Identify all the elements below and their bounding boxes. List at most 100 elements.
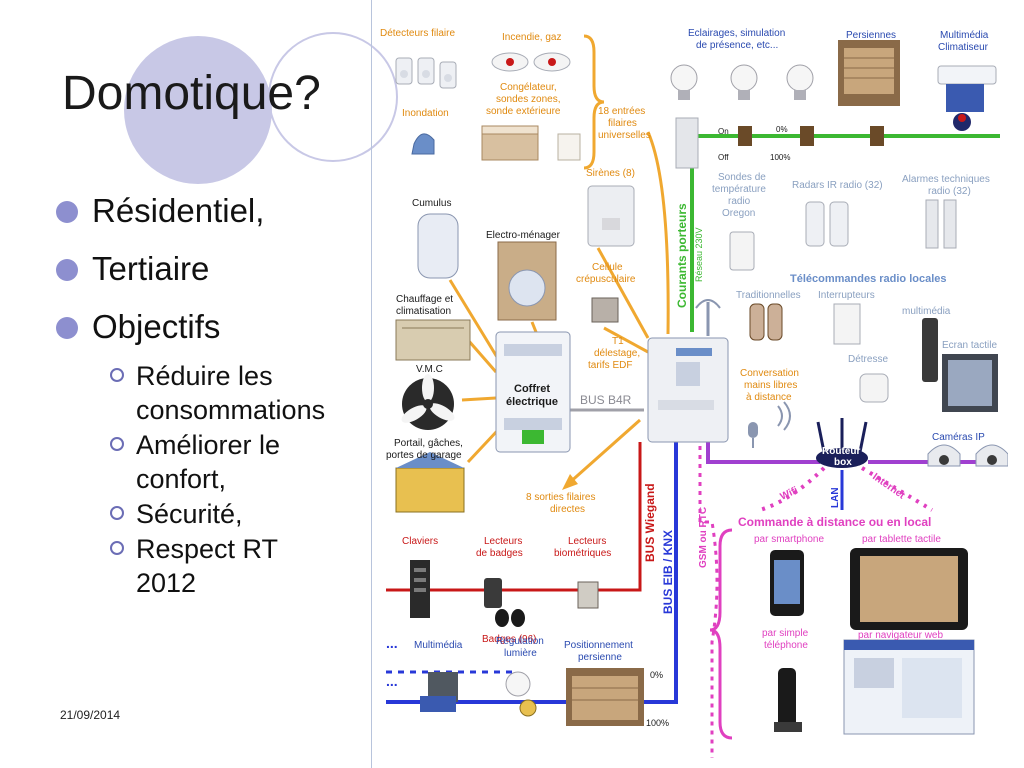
label-incendie: Incendie, gaz bbox=[502, 32, 562, 43]
label-eclairages: Eclairages, simulation de présence, etc.… bbox=[688, 28, 788, 51]
label-traditionnelles: Traditionnelles bbox=[736, 290, 801, 301]
label-congelateur: Congélateur, sondes zones, sonde extérie… bbox=[486, 82, 563, 117]
label-multimedia3: Multimédia bbox=[414, 640, 463, 651]
lightbulb-icon bbox=[670, 64, 814, 100]
electrical-panel-icon bbox=[495, 331, 571, 453]
sub-bullet-line: Améliorer le bbox=[136, 430, 281, 460]
label-navigateur: par navigateur web bbox=[858, 630, 943, 641]
label-internet: Internet bbox=[870, 471, 907, 501]
sub-bullet-line: consommations bbox=[136, 395, 326, 425]
label-inondation: Inondation bbox=[402, 108, 449, 119]
sub-bullet-line: Sécurité, bbox=[136, 499, 243, 529]
label-radars: Radars IR radio (32) bbox=[792, 180, 883, 191]
wire-vmc bbox=[461, 396, 497, 402]
ip-camera-icon bbox=[927, 444, 1008, 467]
wire-portail bbox=[466, 428, 500, 464]
label-p100b: 100% bbox=[646, 718, 669, 728]
biometric-reader-icon bbox=[577, 581, 599, 609]
label-regulation: Régulation lumière bbox=[496, 636, 547, 659]
label-p100: 100% bbox=[770, 153, 790, 162]
filaire-detector-icon bbox=[395, 57, 457, 89]
air-conditioner-icon bbox=[937, 65, 997, 131]
label-chauffage: Chauffage et climatisation bbox=[396, 294, 456, 317]
tablet-icon bbox=[850, 548, 968, 630]
label-cameras: Caméras IP bbox=[932, 432, 985, 443]
label-bus-b4r: BUS B4R bbox=[580, 393, 632, 407]
wire-lan-router bbox=[706, 442, 820, 464]
label-bus-eib: BUS EIB / KNX bbox=[661, 530, 675, 614]
label-p0b: 0% bbox=[650, 670, 663, 680]
label-lecteurs-badges: Lecteurs de badges bbox=[476, 536, 525, 559]
wire-sirenes bbox=[596, 247, 650, 339]
label-gsm: GSM ou RTC bbox=[698, 507, 709, 568]
wire-cumulus bbox=[448, 279, 502, 363]
radiator-icon bbox=[395, 319, 471, 361]
decorative-circle-outline bbox=[268, 32, 398, 162]
label-cumulus: Cumulus bbox=[412, 198, 451, 209]
bullet-dot-icon bbox=[56, 317, 78, 339]
label-on: On bbox=[718, 127, 729, 136]
arrow-sorties-icon bbox=[562, 474, 578, 490]
keypad-icon bbox=[410, 560, 430, 618]
speaker-icon bbox=[777, 401, 791, 431]
vmc-fan-icon bbox=[401, 374, 455, 430]
bullet-item: Tertiaire bbox=[56, 242, 368, 300]
label-off: Off bbox=[718, 153, 729, 162]
cordless-phone-icon bbox=[774, 668, 802, 732]
sub-bullet-ring-icon bbox=[110, 541, 124, 555]
label-dots2: ... bbox=[386, 673, 398, 689]
label-courants: Courants porteurs bbox=[675, 203, 689, 308]
sub-bullet-ring-icon bbox=[110, 437, 124, 451]
label-sirenes: Sirènes (8) bbox=[586, 168, 635, 179]
label-badges: Badges (96) bbox=[482, 634, 536, 645]
microphone-icon bbox=[748, 422, 758, 448]
bullet-item: Objectifs bbox=[56, 300, 368, 358]
divider-line bbox=[371, 0, 372, 768]
bullet-list: Résidentiel, Tertiaire Objectifs Réduire… bbox=[56, 184, 368, 600]
wire-eib-knx bbox=[386, 442, 678, 704]
label-portail: Portail, gâches, portes de garage bbox=[386, 438, 466, 461]
label-multimedia-clim: Multimédia Climatiseur bbox=[938, 30, 991, 53]
web-browser-icon bbox=[843, 639, 975, 735]
bullet-item: Résidentiel, bbox=[56, 184, 368, 242]
decorative-circle-filled bbox=[124, 36, 272, 184]
bullet-text: Résidentiel, bbox=[92, 192, 265, 229]
label-ecran: Ecran tactile bbox=[942, 340, 997, 351]
label-reseau: Réseau 230V bbox=[694, 227, 704, 282]
wire-chauffage bbox=[466, 339, 498, 373]
garage-door-icon bbox=[395, 452, 465, 513]
siren-icon bbox=[587, 185, 635, 247]
water-heater-icon bbox=[417, 213, 459, 279]
wire-gsm bbox=[698, 446, 719, 758]
label-entrees: 18 entrées filaires universelles bbox=[598, 106, 651, 141]
label-alarmes: Alarmes techniques radio (32) bbox=[902, 174, 993, 197]
sub-bullet-item: Sécurité, bbox=[56, 497, 368, 531]
sub-bullet-line: Respect RT bbox=[136, 534, 279, 564]
touch-screen-icon bbox=[942, 354, 998, 412]
remote-control-icon bbox=[749, 303, 938, 382]
label-vmc: V.M.C bbox=[416, 364, 443, 375]
label-positionnement: Positionnement persienne bbox=[564, 640, 636, 663]
commande-brace bbox=[709, 528, 733, 740]
domotique-diagram: Détecteurs filaire Incendie, gaz Inondat… bbox=[380, 28, 1008, 758]
radar-sensor-icon bbox=[805, 201, 849, 247]
shutter-icon bbox=[838, 40, 900, 106]
wire-internet bbox=[860, 466, 934, 512]
sub-bullet-ring-icon bbox=[110, 506, 124, 520]
slide-title: Domotique? bbox=[62, 67, 321, 120]
freezer-icon bbox=[481, 125, 539, 161]
label-detecteurs: Détecteurs filaire bbox=[380, 28, 455, 39]
sub-bullet-item: Réduire les consommations bbox=[56, 359, 368, 427]
multimedia-device-icon bbox=[420, 672, 458, 712]
sub-bullet-line: 2012 bbox=[136, 568, 197, 598]
sub-bullet-ring-icon bbox=[110, 368, 124, 382]
wire-entrees bbox=[646, 131, 670, 335]
wire-wiegand bbox=[386, 442, 642, 592]
label-claviers: Claviers bbox=[402, 536, 438, 547]
label-interrupteurs: Interrupteurs bbox=[818, 290, 875, 301]
label-commande: Commande à distance ou en local bbox=[738, 515, 931, 529]
sub-bullet-line: Réduire les bbox=[136, 361, 273, 391]
distress-pendant-icon bbox=[859, 373, 889, 403]
label-simple-tel: par simple téléphone bbox=[762, 628, 811, 651]
